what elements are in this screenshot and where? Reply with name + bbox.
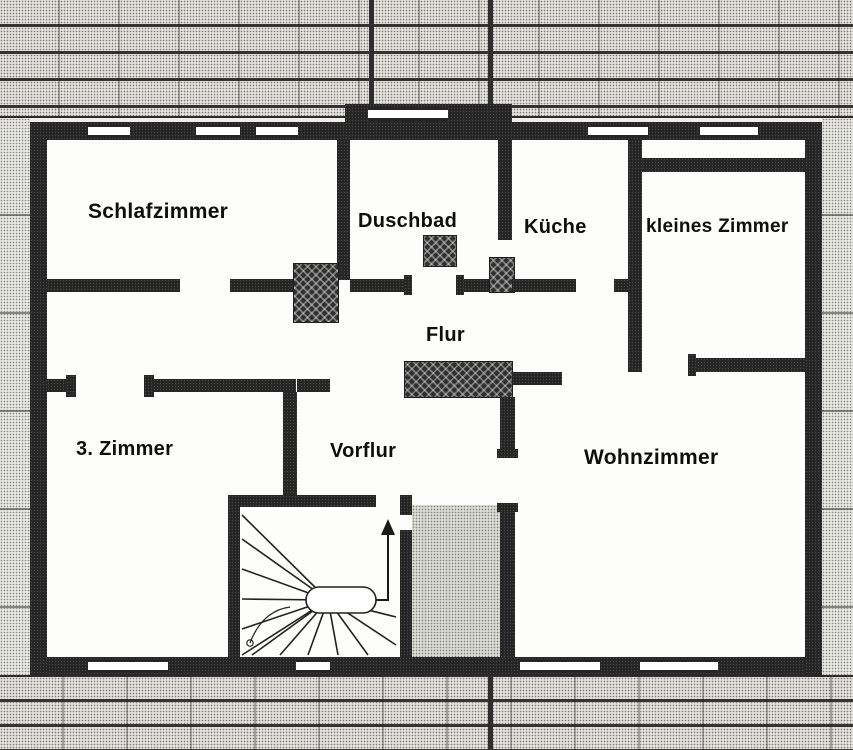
wall-drittes-zimmer-top <box>47 379 70 392</box>
room-label-schlafzimmer: Schlafzimmer <box>88 200 229 223</box>
shaft-block <box>404 361 513 398</box>
stair-wall-top <box>228 495 376 507</box>
texture-band-bottom <box>0 675 853 750</box>
wall-flur-top-west <box>230 279 296 292</box>
room-label-kueche: Küche <box>524 216 587 238</box>
window <box>88 659 168 673</box>
door-jamb <box>456 275 464 295</box>
chimney-block <box>293 263 339 323</box>
wall-pier-block <box>489 257 515 293</box>
stair-wall-corner <box>400 495 412 515</box>
room-label-wohnzimmer: Wohnzimmer <box>584 446 719 469</box>
outer-wall-left <box>30 122 47 675</box>
window <box>88 124 130 138</box>
window <box>520 659 600 673</box>
outer-wall-bottom <box>30 657 822 675</box>
wall-vorflur-top <box>297 379 330 392</box>
stair-direction-arrow-icon <box>376 519 395 601</box>
room-label-kleines-zimmer: kleines Zimmer <box>646 216 789 237</box>
spiral-staircase <box>241 514 397 656</box>
stair-wall-right <box>400 530 412 657</box>
wall-duschbad-bottom <box>350 279 410 292</box>
wall-duschbad-kueche <box>498 104 512 240</box>
window <box>256 124 298 138</box>
window <box>588 124 648 138</box>
door-jamb <box>66 375 76 397</box>
texture-band-left <box>0 118 30 675</box>
void-area <box>412 505 500 657</box>
texture-band-right <box>822 118 853 675</box>
wall-kleineszimmer-top <box>642 158 805 172</box>
window <box>296 659 330 673</box>
room-label-drittes-zimmer: 3. Zimmer <box>76 438 174 460</box>
window <box>196 124 240 138</box>
window <box>368 107 448 121</box>
window <box>640 659 718 673</box>
stair-wall-left <box>228 495 240 657</box>
wall-drittes-zimmer-vorflur <box>283 392 297 505</box>
door-jamb <box>144 375 154 397</box>
wall-kleineszimmer-bottom <box>694 358 805 372</box>
room-label-duschbad: Duschbad <box>358 210 458 232</box>
outer-wall-right <box>805 140 822 675</box>
section-marker-line <box>488 0 493 118</box>
wall-kueche-bottom <box>512 279 576 292</box>
wall-flur-top-west <box>47 279 180 292</box>
wall-wohnzimmer-top <box>512 372 562 385</box>
door-jamb <box>497 449 518 458</box>
room-label-flur: Flur <box>426 324 465 346</box>
wall-wohnzimmer-left <box>500 505 515 657</box>
section-marker-line <box>369 0 374 118</box>
section-marker-line <box>488 675 493 750</box>
door-jamb <box>688 354 696 376</box>
texture-band-top <box>0 0 853 118</box>
wall-kueche-kleineszimmer <box>628 140 642 372</box>
wall-wohnzimmer-left <box>500 397 515 457</box>
door-jamb <box>404 275 412 295</box>
window <box>700 124 758 138</box>
wall-drittes-zimmer-top <box>150 379 296 392</box>
door-jamb <box>497 503 518 512</box>
room-label-vorflur: Vorflur <box>330 440 397 462</box>
shower-fixture <box>423 235 457 267</box>
wall-schlafzimmer-duschbad <box>337 140 350 280</box>
